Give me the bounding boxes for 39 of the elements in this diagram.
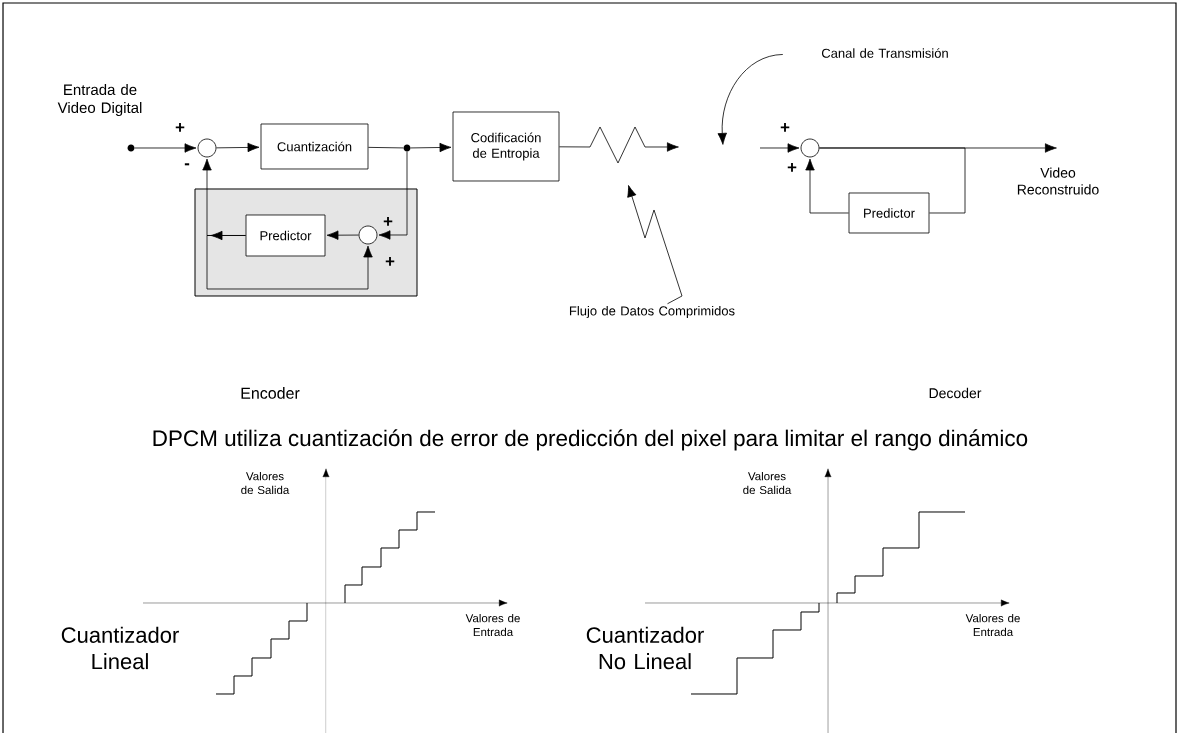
axis-label: Valores de Salida: [241, 471, 290, 495]
callout-text: Flujo de Datos Comprimidos: [570, 305, 735, 319]
summing-junction: [197, 138, 217, 158]
zigzag-arrow: [559, 126, 679, 164]
sign-label: -: [184, 163, 190, 166]
summing-junction: [358, 225, 378, 245]
connector-line: [368, 146, 404, 149]
process-box: Codificación de Entropia: [452, 111, 560, 182]
arrow: [805, 158, 849, 214]
axis-label: Valores de Entrada: [465, 613, 520, 637]
output-label: Video Reconstruido: [1017, 167, 1099, 195]
section-label: Encoder: [241, 387, 300, 399]
arrow: [326, 230, 359, 240]
sign-label: +: [787, 163, 797, 172]
sign-label: +: [383, 217, 393, 226]
caption-text: DPCM utiliza cuantización de error de predicción del pixel para limitar el rango dinámico: [153, 429, 1028, 451]
leader-line: [627, 185, 683, 305]
sign-label: +: [385, 257, 395, 266]
input-label: Entrada de Video Digital: [57, 84, 142, 116]
sign-label: +: [175, 123, 185, 132]
sign-label: +: [780, 123, 790, 132]
axis-label: Valores de Salida: [743, 471, 792, 495]
arrow: [410, 142, 452, 153]
arrow: [216, 142, 260, 153]
arrow: [759, 143, 800, 153]
arrow: [134, 143, 197, 153]
connector-line: [819, 147, 966, 214]
arrow: [206, 235, 373, 290]
process-box: Predictor: [245, 214, 326, 257]
chart-label: Cuantizador No Lineal: [586, 626, 704, 670]
process-box: Cuantización: [260, 123, 369, 170]
process-box: Predictor: [848, 192, 930, 234]
chart-label: Cuantizador Lineal: [61, 626, 179, 670]
summing-junction: [800, 138, 820, 158]
callout-text: Canal de Transmisión: [821, 48, 948, 58]
arrow: [378, 151, 408, 240]
axis-label: Valores de Entrada: [965, 613, 1020, 637]
leader-line: [717, 54, 784, 145]
section-label: Decoder: [929, 387, 982, 399]
